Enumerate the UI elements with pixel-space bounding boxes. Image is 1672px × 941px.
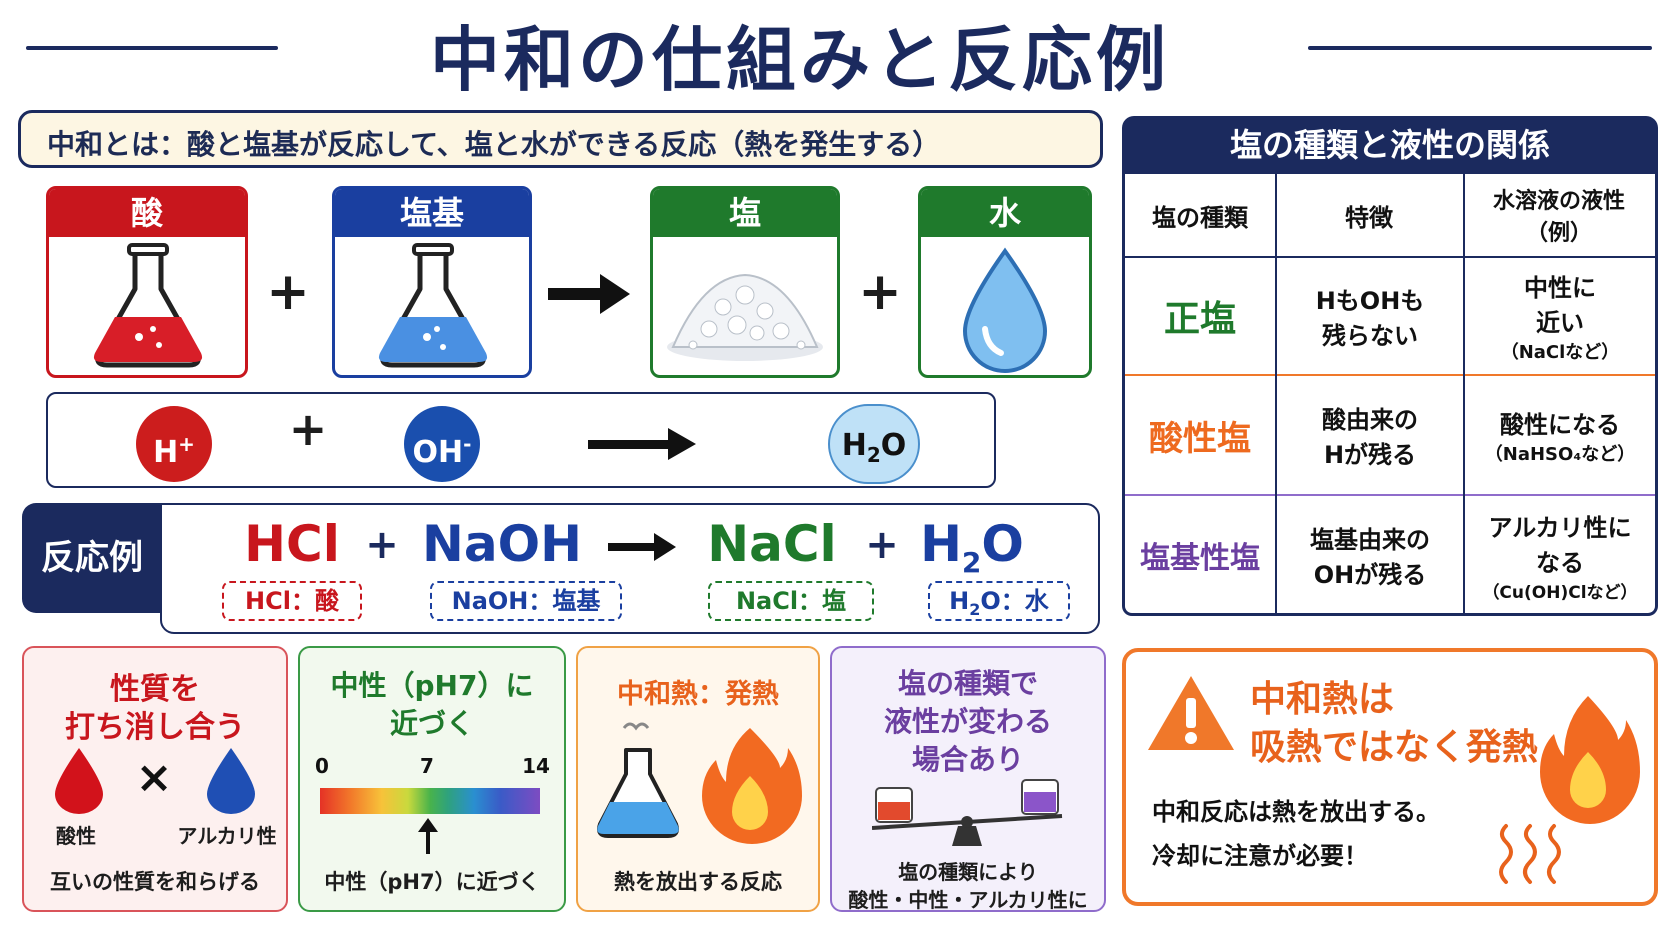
salt-table-title: 塩の種類と液性の関係 bbox=[1122, 116, 1658, 174]
salt-pile-icon bbox=[667, 273, 823, 361]
steaming-flask-icon bbox=[597, 722, 679, 838]
salt-table: 塩の種類 特徴 水溶液の液性 （例） 正塩 HもOHも残らない 中性に近い（Na… bbox=[1122, 174, 1658, 616]
salt-type-box: 塩の種類で 液性が変わる 場合あり 塩の種類により 酸性・中性・アルカリ性に bbox=[830, 646, 1106, 912]
ph-tick-0: 0 bbox=[315, 754, 329, 778]
hydrogen-ion-badge: H+ bbox=[136, 406, 212, 482]
box2-title-line1: 中性（pH7）に bbox=[330, 669, 534, 702]
example-equation-box: HCl + NaOH NaCl + H2O HCl：酸 NaOH：塩基 NaCl… bbox=[160, 503, 1100, 634]
alkali-label: アルカリ性 bbox=[177, 824, 277, 848]
warning-body-line1: 中和反応は熱を放出する。 bbox=[1152, 798, 1440, 826]
table-row-normal-salt-type: 正塩 bbox=[1163, 299, 1236, 340]
warning-box: 中和熱は 吸熱ではなく発熱 中和反応は熱を放出する。 冷却に注意が必要！ bbox=[1122, 648, 1658, 906]
base-card: 塩基 bbox=[332, 186, 532, 378]
water-drop-icon bbox=[962, 247, 1048, 373]
table-divider bbox=[1125, 256, 1655, 258]
formula-h2o: H2O bbox=[920, 515, 1024, 579]
box3-caption: 熱を放出する反応 bbox=[614, 870, 782, 894]
page-title: 中和の仕組みと反応例 bbox=[430, 19, 1170, 101]
box4-title-line1: 塩の種類で bbox=[897, 667, 1038, 700]
table-divider bbox=[1125, 494, 1655, 496]
arrow-up-icon bbox=[418, 818, 438, 854]
fire-icon bbox=[702, 728, 802, 844]
table-row-normal-salt-feature: HもOHも残らない bbox=[1315, 287, 1425, 350]
arrow-right-icon bbox=[548, 274, 630, 314]
title-rule-right bbox=[1308, 46, 1652, 50]
acid-card-label: 酸 bbox=[49, 189, 245, 237]
salt-card-label: 塩 bbox=[653, 189, 837, 237]
tag-h2o: H2O：水 bbox=[928, 581, 1070, 621]
ion-equation-panel: H+ + OH- H2O bbox=[46, 392, 996, 488]
table-row-basic-salt-type: 塩基性塩 bbox=[1140, 541, 1260, 576]
plus-sign-ion: + bbox=[288, 402, 328, 456]
title-rule-left bbox=[26, 46, 278, 50]
balance-scale-icon bbox=[872, 779, 1063, 846]
plus-sign-ex-2: + bbox=[865, 522, 899, 568]
table-col-divider bbox=[1275, 174, 1277, 613]
tag-hcl: HCl：酸 bbox=[222, 581, 362, 621]
box4-caption-line2: 酸性・中性・アルカリ性に bbox=[848, 888, 1088, 912]
heat-waves-icon bbox=[1499, 824, 1561, 884]
box4-caption-line1: 塩の種類により bbox=[898, 860, 1038, 884]
approach-neutral-box: 中性（pH7）に 近づく 0 7 14 中性（pH7）に近づく bbox=[298, 646, 566, 912]
acid-drop-icon bbox=[55, 748, 103, 814]
warning-body-line2: 冷却に注意が必要！ bbox=[1152, 842, 1368, 870]
ph-tick-7: 7 bbox=[420, 754, 434, 778]
neutralize-properties-box: 性質を 打ち消し合う × 酸性 アルカリ性 互いの性質を和らげる bbox=[22, 646, 288, 912]
water-card-label: 水 bbox=[921, 189, 1089, 237]
plus-sign-ex-1: + bbox=[365, 522, 399, 568]
formula-naoh: NaOH bbox=[422, 515, 582, 573]
table-row-acid-salt-type: 酸性塩 bbox=[1149, 418, 1251, 459]
warning-icon bbox=[1148, 676, 1234, 750]
box1-title-line1: 性質を bbox=[110, 672, 200, 707]
plus-sign-1: + bbox=[266, 262, 310, 322]
table-divider bbox=[1125, 374, 1655, 376]
arrow-right-icon bbox=[588, 428, 696, 460]
flask-blue-icon bbox=[378, 243, 488, 368]
warning-title-line2: 吸熱ではなく発熱 bbox=[1250, 727, 1539, 768]
table-row-basic-salt-nature: アルカリ性になる（Cu(OH)Clなど） bbox=[1482, 513, 1638, 603]
alkali-drop-icon bbox=[207, 748, 255, 814]
acid-label: 酸性 bbox=[56, 824, 96, 848]
times-sign: × bbox=[135, 752, 173, 803]
formula-nacl: NaCl bbox=[707, 515, 837, 573]
box2-title-line2: 近づく bbox=[389, 707, 474, 740]
tag-nacl: NaCl：塩 bbox=[708, 581, 874, 621]
arrow-right-icon bbox=[608, 533, 676, 561]
plus-sign-2: + bbox=[858, 262, 902, 322]
salt-card: 塩 bbox=[650, 186, 840, 378]
table-row-normal-salt-nature: 中性に近い（NaClなど） bbox=[1500, 274, 1620, 363]
box4-title-line3: 場合あり bbox=[911, 743, 1024, 776]
fire-icon bbox=[1540, 696, 1640, 824]
box4-title-line2: 液性が変わる bbox=[883, 705, 1052, 738]
table-header-type: 塩の種類 bbox=[1152, 203, 1248, 232]
water-card: 水 bbox=[918, 186, 1092, 378]
ph-scale-bar bbox=[320, 788, 540, 814]
formula-hcl: HCl bbox=[244, 515, 340, 573]
box1-title-line2: 打ち消し合う bbox=[65, 710, 245, 745]
neutralization-heat-box: 中和熱：発熱 熱を放出する反応 bbox=[576, 646, 820, 912]
table-header-feature: 特徴 bbox=[1345, 203, 1393, 232]
example-label: 反応例 bbox=[22, 503, 162, 613]
box1-caption: 互いの性質を和らげる bbox=[50, 870, 260, 894]
box2-caption: 中性（pH7）に近づく bbox=[324, 870, 540, 894]
table-header-nature: 水溶液の液性 （例） bbox=[1492, 189, 1625, 246]
ph-tick-14: 14 bbox=[522, 754, 550, 778]
table-row-acid-salt-nature: 酸性になる（NaHSO₄など） bbox=[1484, 410, 1636, 465]
table-col-divider bbox=[1463, 174, 1465, 613]
tag-naoh: NaOH：塩基 bbox=[430, 581, 622, 621]
flask-red-icon bbox=[93, 243, 203, 368]
definition-banner: 中和とは：酸と塩基が反応して、塩と水ができる反応（熱を発生する） bbox=[18, 110, 1103, 168]
acid-card: 酸 bbox=[46, 186, 248, 378]
warning-title-line1: 中和熱は bbox=[1250, 679, 1395, 720]
base-card-label: 塩基 bbox=[335, 189, 529, 237]
water-molecule-badge: H2O bbox=[828, 404, 920, 484]
box3-title: 中和熱：発熱 bbox=[617, 679, 779, 710]
hydroxide-ion-badge: OH- bbox=[404, 406, 480, 482]
